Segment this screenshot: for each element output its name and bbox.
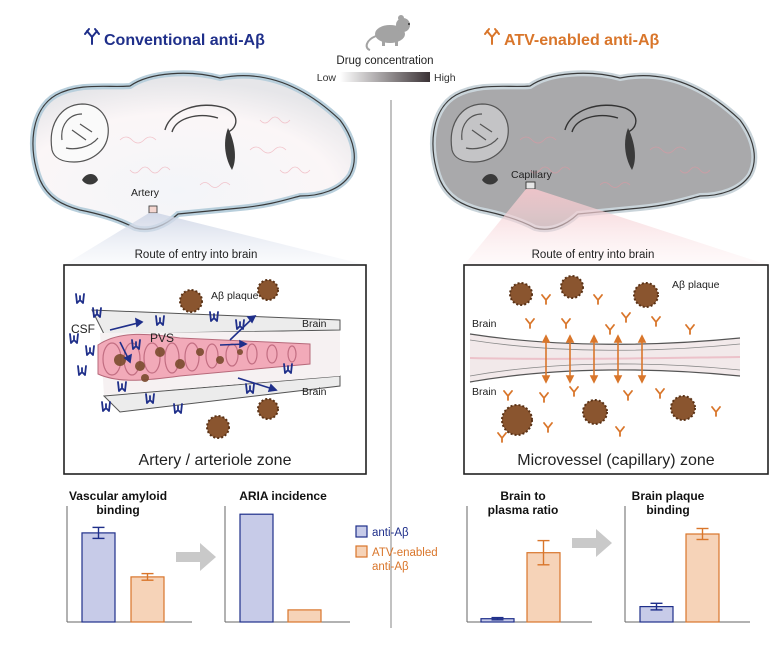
legend-label-anti: anti-Aβ (372, 527, 409, 539)
left-title-group: Conventional anti-Aβ (84, 28, 265, 49)
concentration-gradient-bar (340, 72, 430, 82)
abeta-plaque (206, 415, 230, 439)
route-label-left: Route of entry into brain (135, 249, 258, 261)
antibody-icon (84, 28, 100, 45)
abeta-plaque (633, 282, 659, 308)
left-title: Conventional anti-Aβ (104, 32, 265, 49)
drug-concentration-label: Drug concentration (336, 55, 433, 67)
legend-swatch-atv (355, 545, 368, 558)
brain-label-bottom: Brain (472, 386, 497, 398)
legend-label-atv-line2: anti-Aβ (372, 561, 409, 573)
cerebellum (450, 103, 509, 163)
abeta-plaque (501, 404, 533, 436)
chart-title-line2: plasma ratio (488, 503, 559, 517)
abeta-plaque (257, 398, 279, 420)
bar-atv-anti-abeta (130, 576, 165, 623)
chart-title-line2: binding (96, 503, 139, 517)
ventricle (225, 128, 235, 170)
vascular-amyloid-deposits (114, 347, 243, 382)
concentration-low-label: Low (317, 72, 337, 84)
antibody-icon (484, 28, 500, 45)
capillary-label: Capillary (511, 169, 553, 181)
plaque-label: Aβ plaque (672, 279, 720, 291)
mouse-icon (365, 15, 410, 51)
ventricle (625, 128, 635, 170)
ventricle (482, 174, 498, 185)
left-zoom-cone (64, 213, 366, 265)
bar-anti-abeta (81, 532, 116, 623)
artery-marker (148, 205, 158, 214)
transcytosis-arrows (541, 334, 647, 384)
capillary-zone-caption: Microvessel (capillary) zone (517, 452, 714, 469)
chart-title-line1: ARIA incidence (239, 489, 327, 503)
artery-label: Artery (131, 187, 160, 199)
brain-label-bottom: Brain (302, 386, 327, 398)
gray-arrow-icon (176, 543, 216, 571)
chart-title-line2: binding (646, 503, 689, 517)
left-brain-illustration: Artery (29, 70, 358, 233)
vessel-wall-top (91, 309, 341, 335)
abeta-plaque (257, 279, 279, 301)
hippocampus (164, 104, 237, 133)
right-zoom-cone (464, 189, 768, 265)
ventricle (82, 174, 98, 185)
chart-title-line1: Vascular amyloid (69, 489, 167, 503)
plaque-label: Aβ plaque (211, 290, 259, 302)
capillary-zone-panel: Aβ plaque Brain Brain Microvessel (capil… (463, 264, 769, 475)
route-label-right: Route of entry into brain (532, 249, 655, 261)
gray-arrow-icon (572, 529, 612, 557)
artery-lumen (97, 333, 311, 381)
bar-atv-anti-abeta (287, 609, 322, 623)
legend: anti-Aβ ATV-enabled anti-Aβ (355, 525, 438, 573)
artery-zone-panel: Aβ plaque CSF PVS Brain Brain Artery / a… (63, 264, 367, 475)
chart-title-line1: Brain plaque (632, 489, 705, 503)
brain-label-top: Brain (302, 318, 327, 330)
csf-label: CSF (71, 322, 95, 336)
entry-arrows (109, 314, 278, 392)
vessel-wall-bottom (102, 375, 341, 413)
bar-charts (66, 506, 750, 623)
bar-anti-abeta (239, 513, 274, 623)
abeta-plaque (509, 282, 533, 306)
concentration-high-label: High (434, 72, 456, 84)
bar-atv-anti-abeta (685, 533, 720, 623)
abeta-plaque (179, 289, 203, 313)
pvs-label: PVS (150, 331, 174, 345)
abeta-plaque (670, 395, 696, 421)
capillary-marker (525, 181, 536, 190)
artery-zone-caption: Artery / arteriole zone (139, 452, 292, 469)
brain-label-top: Brain (472, 318, 497, 330)
right-title: ATV-enabled anti-Aβ (504, 32, 659, 49)
right-title-group: ATV-enabled anti-Aβ (484, 28, 659, 49)
legend-label-atv-line1: ATV-enabled (372, 547, 438, 559)
abeta-plaque (582, 399, 608, 425)
right-brain-illustration: Capillary (429, 70, 758, 233)
abeta-plaque (560, 275, 584, 299)
cerebellum (50, 103, 109, 163)
legend-swatch-anti (355, 525, 368, 538)
hippocampus (564, 104, 637, 133)
chart-title-line1: Brain to (500, 489, 545, 503)
